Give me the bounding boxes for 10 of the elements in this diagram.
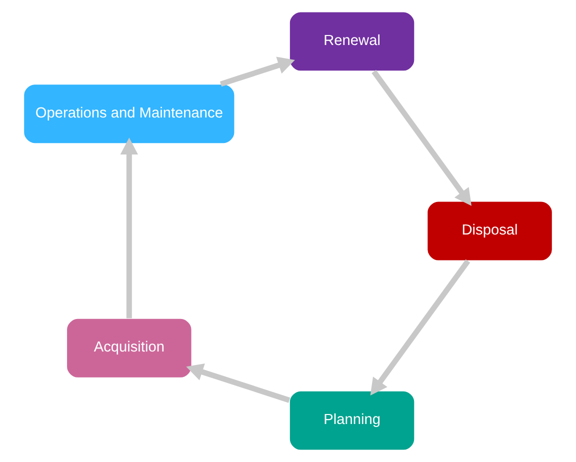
node-box: Renewal	[289, 11, 416, 72]
node-box: Planning	[289, 390, 416, 451]
arrow	[370, 259, 470, 396]
arrow	[372, 70, 472, 206]
arrow	[186, 363, 290, 403]
node-box: Acquisition	[66, 318, 192, 378]
arrow	[220, 56, 295, 87]
node-box: Disposal	[426, 200, 553, 262]
arrow	[120, 138, 138, 318]
node-box: Operations and Maintenance	[23, 84, 236, 144]
